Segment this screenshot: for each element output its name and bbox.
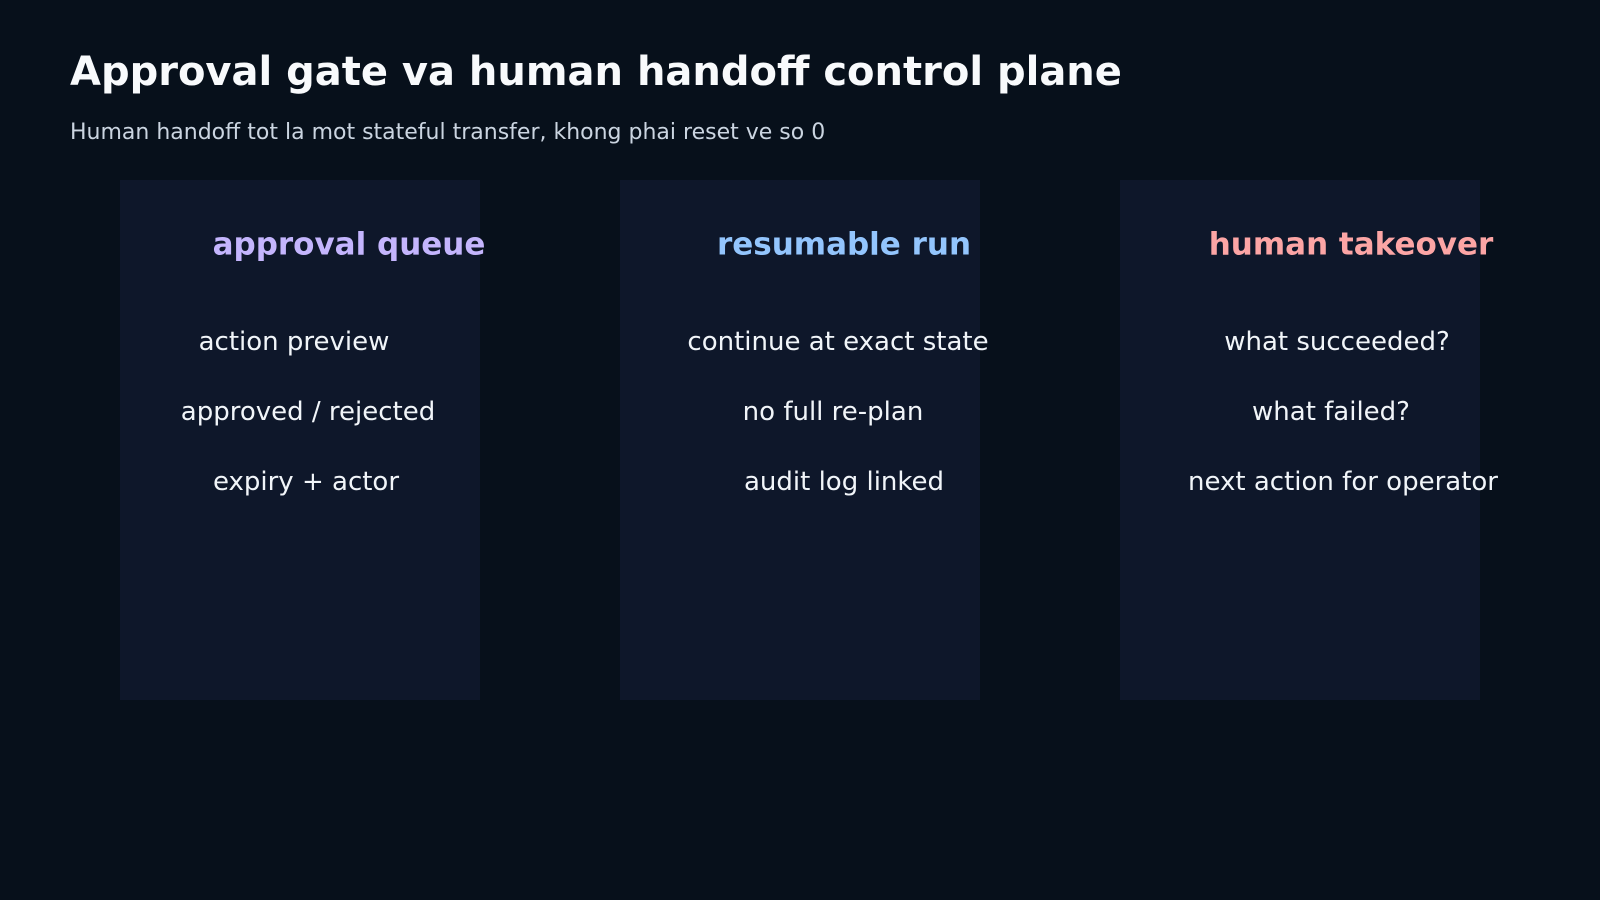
- column-heading-human-takeover: human takeover: [1208, 226, 1494, 263]
- list-item: continue at exact state: [687, 327, 989, 357]
- list-item: approved / rejected: [180, 397, 436, 427]
- list-item: audit log linked: [743, 467, 945, 497]
- column-heading-approval-queue: approval queue: [212, 226, 486, 263]
- column-heading-resumable-run: resumable run: [716, 226, 972, 263]
- list-item: expiry + actor: [212, 467, 400, 497]
- page-subtitle: Human handoff tot la mot stateful transf…: [70, 120, 826, 145]
- panel-human-takeover: [1120, 180, 1480, 700]
- panel-resumable-run: [620, 180, 980, 700]
- list-item: no full re-plan: [742, 397, 924, 427]
- panel-approval-queue: [120, 180, 480, 700]
- list-item: action preview: [198, 327, 390, 357]
- page-title: Approval gate va human handoff control p…: [70, 49, 1122, 95]
- list-item: next action for operator: [1188, 467, 1498, 497]
- list-item: what succeeded?: [1224, 327, 1450, 357]
- list-item: what failed?: [1252, 397, 1410, 427]
